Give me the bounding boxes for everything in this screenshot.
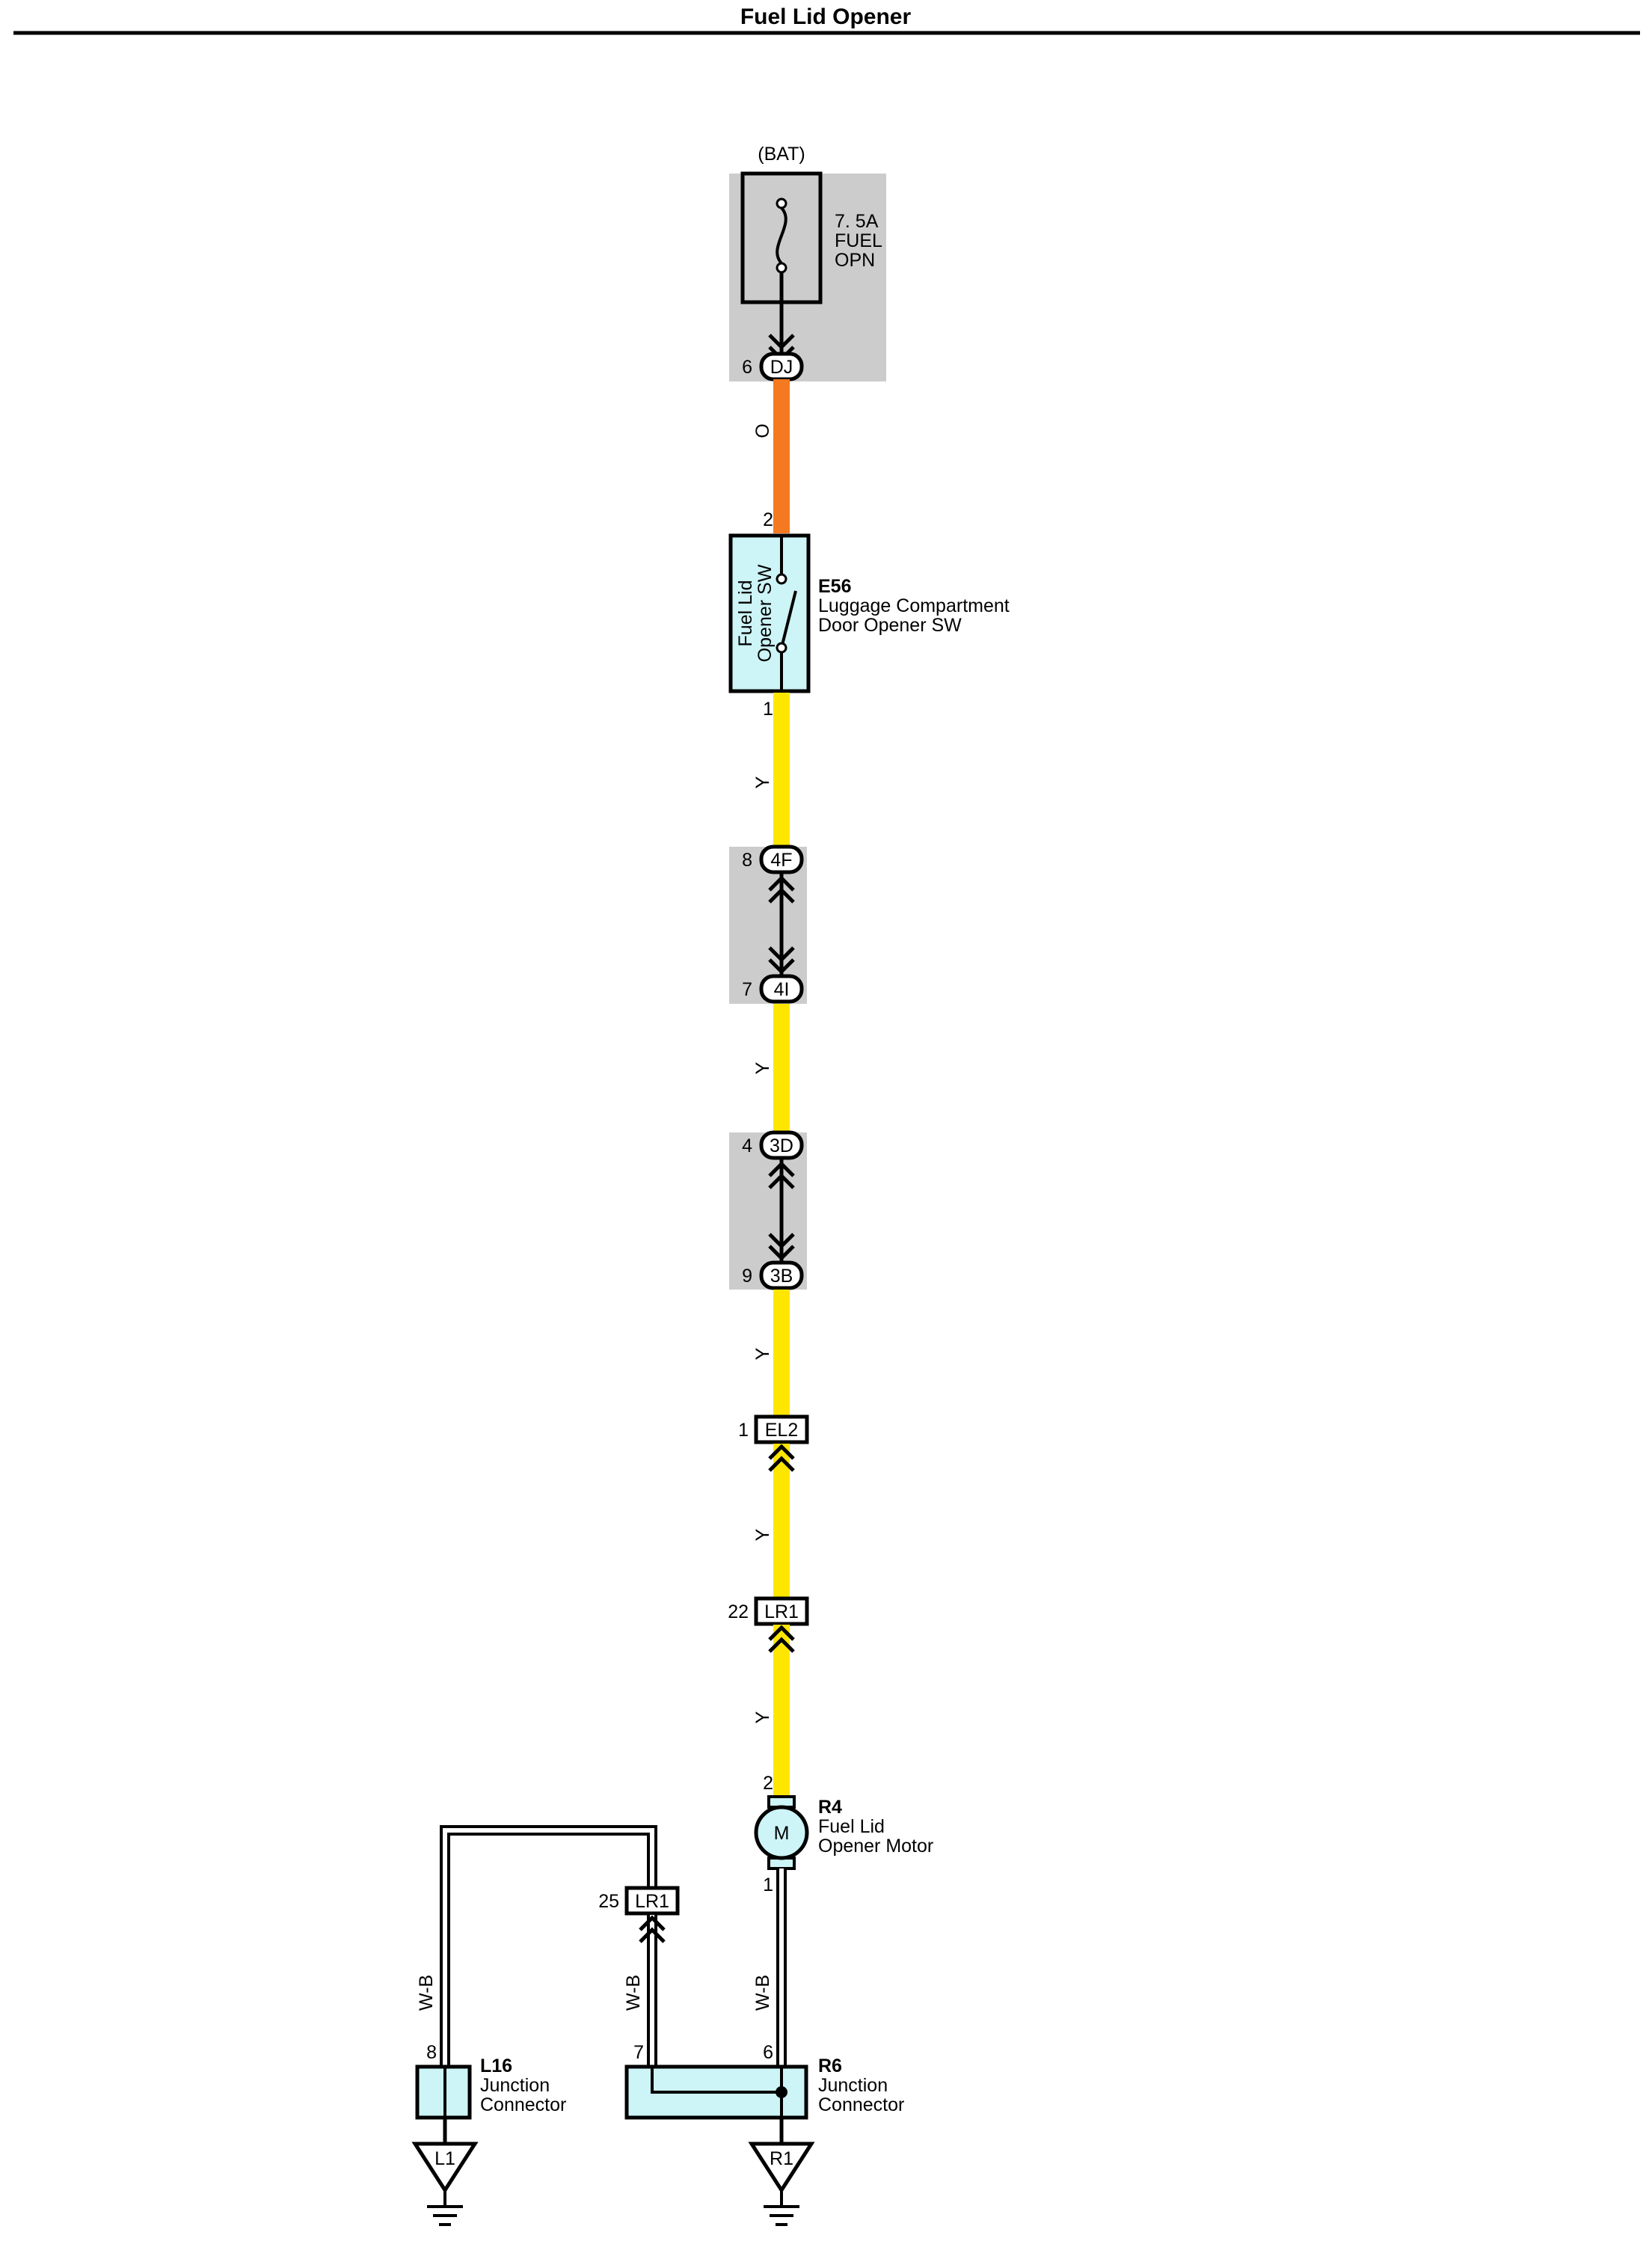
motor-name-line2: Opener Motor (818, 1836, 933, 1857)
junction-3d (759, 1130, 804, 1160)
motor-pin-bottom: 1 (763, 1874, 773, 1895)
connector-lr1-upper-pin: 22 (728, 1601, 749, 1622)
motor-symbol: M (774, 1823, 790, 1844)
connector-el2 (754, 1414, 809, 1444)
switch-name-line1: Luggage Compartment (818, 595, 1010, 616)
wire-yellow-1-label: Y (752, 776, 773, 788)
switch-e56 (728, 533, 811, 693)
l16-pin: 8 (426, 2042, 437, 2063)
r6-splice-dot (776, 2086, 787, 2098)
connector-lr1-upper (754, 1596, 809, 1626)
r6-internal-wire (651, 2067, 782, 2094)
fuse-icon (776, 197, 787, 274)
motor-name-line1: Fuel Lid (818, 1816, 885, 1837)
junction-dj-pin: 6 (742, 357, 752, 378)
wire-wb-3-label: W-B (752, 1975, 773, 2011)
connector-el2-pin: 1 (738, 1420, 749, 1441)
junction-3b (759, 1260, 804, 1290)
ground-l1-triangle (411, 2142, 479, 2194)
r6-code: R6 (818, 2056, 842, 2076)
junction-3b-pin: 9 (742, 1266, 752, 1287)
ground-r1-icon (764, 2190, 799, 2226)
switch-code: E56 (818, 576, 851, 597)
switch-pin-top: 2 (763, 509, 773, 530)
switch-contact-icon (776, 536, 797, 691)
wire-yellow-5-label: Y (752, 1711, 773, 1723)
junction-4i-pin: 7 (742, 979, 752, 1000)
fuse-rating: 7. 5A (835, 211, 879, 232)
fuse-name-line1: FUEL (835, 230, 882, 251)
r6-pin-left: 7 (633, 2042, 644, 2063)
l16-name-line1: Junction (480, 2075, 550, 2096)
wire-yellow-2-label: Y (752, 1061, 773, 1074)
connector-lr1-lower-label: LR1 (635, 1891, 669, 1912)
wire-yellow-3-label: Y (752, 1347, 773, 1360)
page-title: Fuel Lid Opener (740, 4, 912, 29)
motor-icon (754, 1805, 809, 1860)
wire-yellow-4-label: Y (752, 1528, 773, 1541)
switch-pin-bottom: 1 (763, 699, 773, 720)
junction-3d-label: 3D (770, 1135, 793, 1156)
junction-4f (759, 844, 804, 874)
connector-lr1-lower-pin: 25 (598, 1891, 619, 1912)
connector-lr1-upper-label: LR1 (764, 1601, 799, 1622)
wire-wb-2-label: W-B (623, 1975, 644, 2011)
fuse-zone (729, 174, 886, 381)
junction-3d-pin: 4 (742, 1135, 752, 1156)
ground-r1-label: R1 (770, 2148, 793, 2169)
connector-lr1-lower (624, 1886, 680, 1916)
motor-code: R4 (818, 1797, 842, 1818)
r6-name-line1: Junction (818, 2075, 888, 2096)
switch-inner-line1: Fuel Lid (735, 580, 756, 647)
fuse-source-label: (BAT) (758, 144, 805, 165)
junction-4i (759, 974, 804, 1004)
wire-wb-l16-loop (440, 1825, 657, 2067)
junction-4f-pin: 8 (742, 850, 752, 871)
fuse-name-line2: OPN (835, 250, 875, 271)
junction-4f-label: 4F (770, 850, 792, 871)
ground-l1-icon (427, 2190, 463, 2226)
junction-dj-label: DJ (770, 357, 793, 378)
ground-r1-triangle (748, 2142, 815, 2194)
switch-inner-line2: Opener SW (755, 564, 776, 662)
junction-4i-label: 4I (774, 979, 790, 1000)
l16-code: L16 (480, 2056, 512, 2076)
junction-3b-label: 3B (770, 1266, 793, 1287)
switch-name-line2: Door Opener SW (818, 615, 962, 636)
l16-name-line2: Connector (480, 2094, 566, 2115)
wire-orange-label: O (752, 423, 773, 438)
wire-wb-1-label: W-B (416, 1975, 437, 2011)
connector-el2-label: EL2 (765, 1420, 798, 1441)
r6-name-line2: Connector (818, 2094, 904, 2115)
ground-l1-label: L1 (435, 2148, 455, 2169)
motor-pin-top: 2 (763, 1773, 773, 1794)
r6-pin-right: 6 (763, 2042, 773, 2063)
